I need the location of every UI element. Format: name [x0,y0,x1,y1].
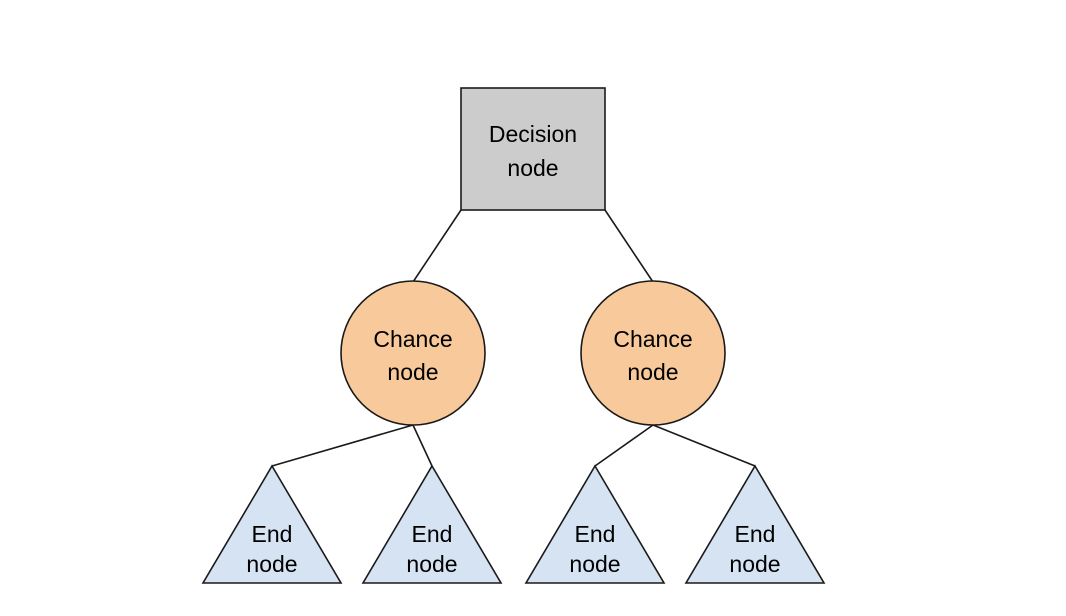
end-node-2-label-line1: End [412,521,453,547]
decision-node-label-line2: node [507,155,558,181]
edge-chance-right-to-end-4 [652,424,756,467]
edge-chance-left-to-end-1 [271,424,414,467]
end-node-3-label-line2: node [569,551,620,577]
edge-chance-right-to-end-3 [594,424,654,467]
chance-node-right-label-line1: Chance [613,326,692,352]
end-node-1-shape[interactable] [201,464,343,584]
chance-node-left-shape[interactable] [340,280,486,426]
decision-node-shape[interactable] [460,87,606,211]
edge-chance-left-to-end-2 [412,424,433,467]
end-node-4-label-line1: End [735,521,776,547]
chance-node-right-shape[interactable] [580,280,726,426]
end-node-4-label-line2: node [729,551,780,577]
end-node-2-label-line2: node [406,551,457,577]
end-node-2-shape[interactable] [361,464,503,584]
end-node-1-label-line1: End [252,521,293,547]
edge-decision-to-chance-right [604,209,654,283]
end-node-1-label-line2: node [246,551,297,577]
chance-node-left-label-line2: node [387,359,438,385]
edge-decision-to-chance-left [412,209,462,283]
chance-node-left-label-line1: Chance [373,326,452,352]
end-node-3-label-line1: End [575,521,616,547]
decision-node-label-line1: Decision [489,121,577,147]
chance-node-right-label-line2: node [627,359,678,385]
end-node-4-shape[interactable] [684,464,826,584]
end-node-3-shape[interactable] [524,464,666,584]
